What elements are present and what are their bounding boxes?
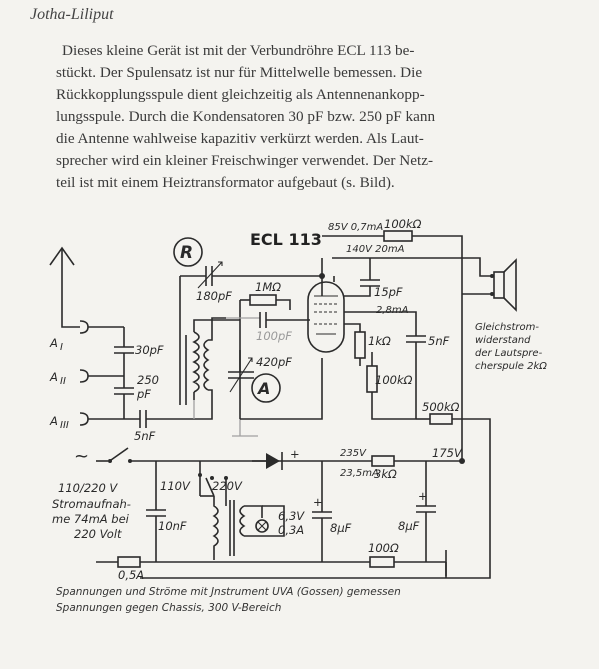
caption-line-1: Spannungen und Ströme mit Jnstrument UVA… <box>56 586 401 598</box>
voltage-235v-label: 235V <box>340 448 367 459</box>
filter-section <box>230 455 465 578</box>
speaker-note-2: widerstand <box>475 335 531 346</box>
mains-consumption-1: Stromaufnah- <box>52 497 131 511</box>
antenna-label-1-sub: I <box>60 342 63 353</box>
antenna-symbol <box>49 246 80 328</box>
lamp-current-label: 0,3A <box>278 523 304 537</box>
caption-line-2: Spannungen gegen Chassis, 300 V-Bereich <box>56 602 282 614</box>
res-500k-label: 500kΩ <box>422 400 460 414</box>
cap-420pf-label: 420pF <box>256 355 292 369</box>
cap-5nf-ant-label: 5nF <box>134 429 156 443</box>
diode-plus: + <box>290 447 300 461</box>
mains-voltage-label: 110/220 V <box>58 481 118 495</box>
plate-supply-top <box>319 230 494 461</box>
rueckkopplung-symbol: R <box>173 237 203 267</box>
paragraph-line: stückt. Der Spulensatz ist nur für Mitte… <box>56 64 423 81</box>
cap-250pf-label-a: 250 <box>137 373 159 387</box>
paragraph-line: lungsspule. Durch die Kondensatoren 30 p… <box>56 108 436 125</box>
res-100ohm-label: 100Ω <box>368 541 399 555</box>
mains-switch <box>96 447 322 463</box>
paragraph-line: sprecher wird ein kleiner Freischwinger … <box>56 152 433 169</box>
antenna-label-2: A <box>49 370 58 384</box>
antenna-label-1: A <box>49 336 58 350</box>
speaker-note-4: cherspule 2kΩ <box>475 361 547 372</box>
tube-label: ECL 113 <box>250 230 322 249</box>
selector-220v-label: 220V <box>212 479 243 493</box>
res-100k-mid-label: 100kΩ <box>375 373 413 387</box>
cap-8uf-b-label: 8µF <box>398 519 420 533</box>
cap-8uf-a-label: 8µF <box>330 521 352 535</box>
speaker-symbol <box>490 258 517 312</box>
elko-a-plus: + <box>313 495 323 509</box>
antenna-capacitors <box>114 327 180 428</box>
coil-assembly <box>180 317 240 420</box>
elko-b-plus: + <box>418 489 428 503</box>
variable-capacitor-180pf <box>179 261 322 405</box>
mains-consumption-3: 220 Volt <box>74 527 122 541</box>
tube-ecl113 <box>307 276 345 353</box>
a-symbol-letter: A <box>256 379 270 398</box>
paragraph-line: teil ist mit einem Heiztransformator auf… <box>56 174 395 191</box>
current-235ma-label: 23,5mA <box>340 468 379 479</box>
circuit-schematic: A I A II A III 30pF 250 pF 5nF R <box>49 217 547 582</box>
mains-tilde: ~ <box>74 446 89 467</box>
r-symbol-letter: R <box>180 243 193 263</box>
paragraph-line: Rückkopplungsspule dient gleichzeitig al… <box>56 86 425 103</box>
cap-100pf-label: 100pF <box>256 329 292 343</box>
fuse-label: 0,5A <box>118 568 144 582</box>
voltage-85v-label: 85V 0,7mA <box>328 222 383 233</box>
paragraph-line: die Antenne wahlweise kapazitiv verkürzt… <box>56 130 424 147</box>
voltage-140v-label: 140V 20mA <box>346 244 405 255</box>
cap-180pf-label: 180pF <box>196 289 232 303</box>
mains-filter <box>96 461 230 568</box>
cap-250pf-label-b: pF <box>136 387 151 401</box>
res-1k-label: 1kΩ <box>368 334 391 348</box>
cap-10nf-label: 10nF <box>158 519 187 533</box>
speaker-note-1: Gleichstrom- <box>475 322 539 333</box>
page-heading: Jotha-Liliput <box>30 6 114 23</box>
antenna-label-2-sub: II <box>60 376 66 387</box>
antenna-sockets <box>79 320 140 426</box>
speaker-note-3: der Lautspre- <box>475 348 543 359</box>
paragraph-line: Dieses kleine Gerät ist mit der Verbundr… <box>62 42 415 59</box>
cathode-ground-line <box>240 358 323 420</box>
cap-30pf-label: 30pF <box>135 343 164 357</box>
heater-transformer <box>212 496 285 560</box>
description-paragraph: Dieses kleine Gerät ist mit der Verbundr… <box>56 40 556 194</box>
variable-capacitor-420pf <box>228 350 254 393</box>
voltage-175v-label: 175V <box>432 446 463 460</box>
antenna-label-3-sub: III <box>60 420 69 431</box>
res-100k-top-label: 100kΩ <box>384 217 422 231</box>
lamp-voltage-label: 6,3V <box>278 509 305 523</box>
chassis-stub <box>232 419 258 437</box>
antenna-label-3: A <box>49 414 58 428</box>
tuning-symbol: A <box>251 373 281 403</box>
selector-110v-label: 110V <box>160 479 191 493</box>
res-1mohm-label: 1MΩ <box>255 280 281 294</box>
current-28ma-label: 2,8mA <box>376 305 409 316</box>
voltage-selector <box>198 461 228 497</box>
tube-peripheral-parts <box>140 258 491 579</box>
cap-5nf-label: 5nF <box>428 334 450 348</box>
cap-15pf-label: 15pF <box>374 285 403 299</box>
mains-consumption-2: me 74mA bei <box>52 512 130 526</box>
rectifier-diode <box>252 452 283 470</box>
res-3k-label: 3kΩ <box>374 467 397 481</box>
